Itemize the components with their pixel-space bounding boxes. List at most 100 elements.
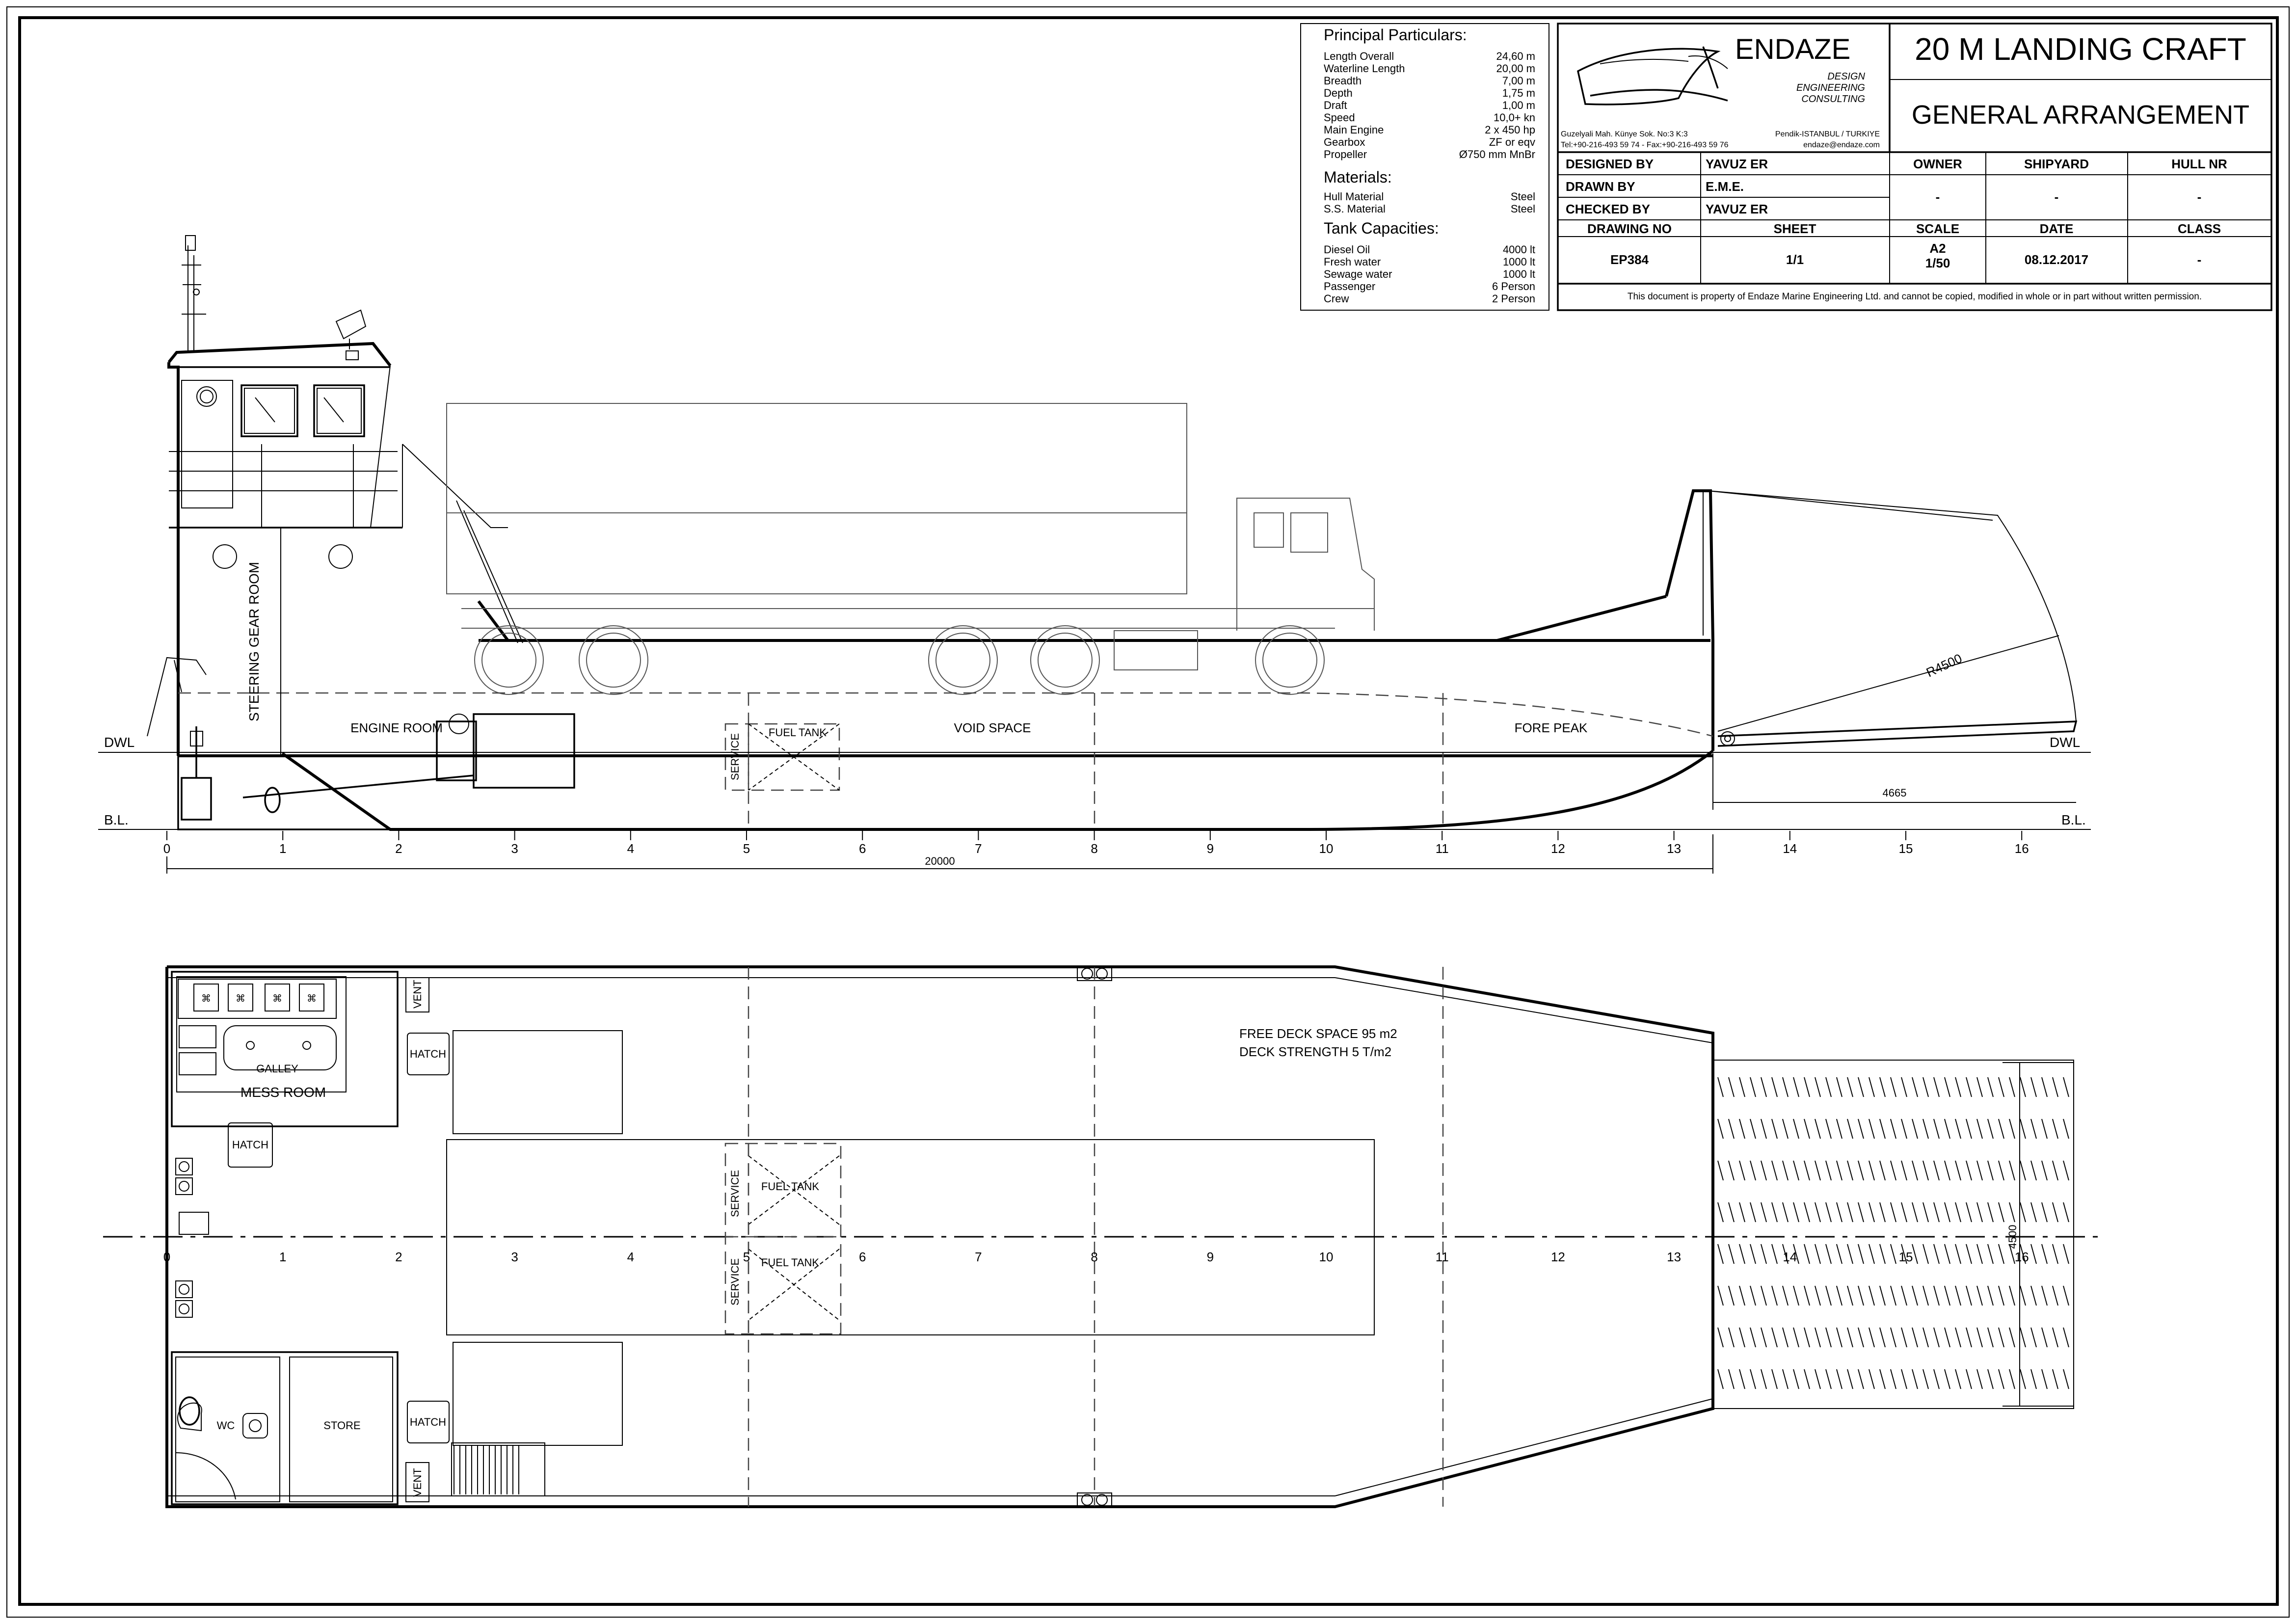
fuel-tank-label-upper: FUEL TANK xyxy=(761,1180,820,1193)
vent-upper xyxy=(405,977,429,1012)
mess-room xyxy=(171,971,399,1127)
ramp-grip-row xyxy=(1717,1160,2069,1181)
scale-label: SCALE xyxy=(1916,221,1959,236)
tank-value: 1000 lt xyxy=(1503,268,1535,280)
hatch-lower xyxy=(407,1401,450,1443)
particular-label: Depth xyxy=(1324,87,1353,99)
ramp-grip-row xyxy=(1717,1327,2069,1348)
frame-number: 16 xyxy=(2015,841,2029,856)
ramp-grip-row xyxy=(1717,1285,2069,1306)
project-title: 20 M LANDING CRAFT xyxy=(1915,31,2246,67)
tank-label: Crew xyxy=(1324,293,1349,305)
frame-number: 1 xyxy=(279,841,286,856)
particular-value: Ø750 mm MnBr xyxy=(1459,148,1535,160)
wheelhouse-window xyxy=(240,384,298,437)
particular-value: 10,0+ kn xyxy=(1494,111,1535,124)
class-value: - xyxy=(2197,252,2202,267)
wheelhouse xyxy=(167,235,403,756)
company-address: Guzelyali Mah. Künye Sok. No:3 K:3 xyxy=(1561,130,1688,138)
deck-space-label: FREE DECK SPACE 95 m2 xyxy=(1239,1026,1397,1041)
shipyard-value: - xyxy=(2055,189,2059,204)
galley-label: GALLEY xyxy=(256,1063,298,1075)
drawing-title: GENERAL ARRANGEMENT xyxy=(1912,100,2249,130)
frame-number: 9 xyxy=(1207,1250,1214,1264)
frame-number: 12 xyxy=(1551,841,1565,856)
tank-label: Diesel Oil xyxy=(1324,243,1370,256)
frame-number: 15 xyxy=(1899,841,1913,856)
ramp-grip-row xyxy=(1717,1244,2069,1264)
particular-value: 20,00 m xyxy=(1496,62,1536,75)
particular-label: Speed xyxy=(1324,111,1355,124)
fuel-tank-label-lower: FUEL TANK xyxy=(761,1256,820,1269)
frame-number: 0 xyxy=(163,1250,170,1264)
material-value: Steel xyxy=(1511,203,1535,215)
material-label: Hull Material xyxy=(1324,190,1384,203)
particular-value: ZF or eqv xyxy=(1489,136,1535,148)
endaze-logo xyxy=(1577,46,1728,106)
frame-number: 5 xyxy=(743,1250,750,1264)
bollards xyxy=(1077,966,1112,1507)
dwl-label-aft: DWL xyxy=(104,735,134,750)
frame-number: 10 xyxy=(1319,841,1334,856)
frame-number: 3 xyxy=(511,841,518,856)
frame-number: 11 xyxy=(1436,1250,1449,1264)
profile-view: R4500 4665 FUEL TANK SERVICE xyxy=(98,235,2091,874)
store-label: STORE xyxy=(323,1419,360,1432)
stool xyxy=(299,984,324,1012)
frame-number: 7 xyxy=(975,841,982,856)
fuel-tank-plan: FUEL TANK FUEL TANK SERVICE SERVICE xyxy=(724,1143,842,1335)
fuel-tank-label: FUEL TANK xyxy=(769,726,827,739)
frame-number: 2 xyxy=(395,841,402,856)
stool-mark: ⌘ xyxy=(307,993,317,1004)
frame-number: 1 xyxy=(279,1250,286,1264)
frame-number: 8 xyxy=(1091,1250,1097,1264)
particular-label: Propeller xyxy=(1324,148,1367,160)
wc-room xyxy=(175,1357,280,1502)
tank-label: Passenger xyxy=(1324,280,1375,293)
company-email: endaze@endaze.com xyxy=(1803,141,1880,149)
wheelhouse-door xyxy=(181,380,233,508)
tank-value: 2 Person xyxy=(1492,293,1535,305)
frame-number: 4 xyxy=(627,841,634,856)
outer-border xyxy=(6,6,2290,1618)
particular-value: 1,00 m xyxy=(1502,99,1535,111)
mess-room-label: MESS ROOM xyxy=(240,1085,326,1100)
stool-mark: ⌘ xyxy=(272,993,282,1004)
material-label: S.S. Material xyxy=(1324,203,1386,215)
truck-wheels xyxy=(474,625,1325,695)
date-value: 08.12.2017 xyxy=(2025,252,2088,267)
engine-room-label: ENGINE ROOM xyxy=(350,720,443,735)
bl-label-fore: B.L. xyxy=(2061,812,2086,827)
tank-value: 6 Person xyxy=(1492,280,1535,293)
particular-label: Breadth xyxy=(1324,75,1362,87)
service-tank-label: SERVICE xyxy=(729,733,741,780)
dwl-label-fore: DWL xyxy=(2050,735,2080,750)
shipyard-label: SHIPYARD xyxy=(2024,157,2089,171)
tank-value: 1000 lt xyxy=(1503,256,1535,268)
void-space-label: VOID SPACE xyxy=(954,720,1031,735)
frame-number: 13 xyxy=(1667,1250,1681,1264)
stool-mark: ⌘ xyxy=(201,993,211,1004)
drawing-no-value: EP384 xyxy=(1610,252,1649,267)
sink-icon xyxy=(242,1413,268,1438)
frame-number: 14 xyxy=(1783,841,1797,856)
fuel-tank-profile: FUEL TANK SERVICE xyxy=(724,723,840,791)
frame-number: 10 xyxy=(1319,1250,1334,1264)
vent-label-lower: VENT xyxy=(411,1468,424,1497)
hatch-label-lower: HATCH xyxy=(410,1416,446,1428)
propeller-shaft xyxy=(242,774,474,799)
tank-label: Sewage water xyxy=(1324,268,1392,280)
company-name: ENDAZE xyxy=(1735,33,1850,65)
hull-nr-value: - xyxy=(2197,189,2202,204)
gauge xyxy=(196,386,217,407)
hatch-label-mid: HATCH xyxy=(232,1139,268,1151)
particular-value: 2 x 450 hp xyxy=(1485,124,1535,136)
ramp-grip-row xyxy=(1717,1077,2069,1097)
class-label: CLASS xyxy=(2178,221,2221,236)
service-label-upper: SERVICE xyxy=(729,1170,741,1217)
steering-gear-room-label: STEERING GEAR ROOM xyxy=(246,562,262,721)
stool-mark: ⌘ xyxy=(236,993,245,1004)
